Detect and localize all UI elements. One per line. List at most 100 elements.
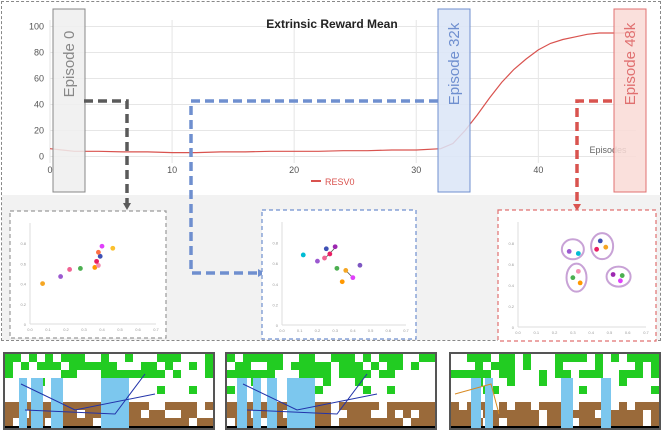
game-tile [451,362,459,370]
game-tile [363,386,371,394]
game-tile [347,386,355,394]
connector-arrowhead [258,269,265,277]
game-tile [157,386,165,394]
game-tile [133,354,141,362]
game-tile [651,378,659,386]
game-tile [101,354,109,362]
game-tile [619,378,627,386]
game-tile [85,370,93,378]
game-tile [587,410,595,418]
scatter-point [96,263,101,268]
game-tile [547,410,555,418]
scatter-y-tick: 0.2 [272,302,278,307]
game-tile [315,394,323,402]
game-tile [331,394,339,402]
game-tile [507,410,515,418]
game-tile [307,370,315,378]
game-tile [387,402,395,410]
game-tile [595,362,603,370]
game-tile [61,354,69,362]
game-tile [205,362,213,370]
game-tile [611,402,619,410]
game-tile [267,354,275,362]
game-tile [523,410,531,418]
game-tile [331,354,339,362]
game-tile [627,394,635,402]
game-tile [259,394,267,402]
game-tile [531,370,539,378]
water-column [237,378,247,428]
scatter-point [619,273,625,278]
game-tile [259,418,267,426]
game-tile [141,378,149,386]
game-tile [149,378,157,386]
game-tile [181,410,189,418]
game-tile [387,354,395,362]
scatter-point [67,267,72,272]
game-tile [275,386,283,394]
water-column [287,378,315,428]
game-tile [21,362,29,370]
game-tile [77,394,85,402]
game-tile [173,378,181,386]
game-tile [93,394,101,402]
game-tile [275,362,283,370]
game-tile [227,378,235,386]
game-tile [141,386,149,394]
game-tile [395,378,403,386]
game-tile [77,402,85,410]
game-tile [539,418,547,426]
scatter-point [610,272,616,277]
game-tile [157,418,165,426]
game-tile [291,354,299,362]
game-tile [579,410,587,418]
scatter-x-tick: 0.6 [386,328,392,333]
game-tile [85,378,93,386]
game-tile [5,354,13,362]
game-tile [315,370,323,378]
game-tile [627,370,635,378]
game-tile [531,402,539,410]
game-tile [339,394,347,402]
scatter-point [357,262,363,268]
game-tile [69,378,77,386]
game-tile [133,418,141,426]
scatter-point [97,253,103,259]
game-tile [227,386,235,394]
scatter-panel [261,209,417,340]
game-tile [595,354,603,362]
game-tile [595,402,603,410]
scatter-x-tick: 0.4 [588,330,594,335]
x-tick-label: 10 [167,165,177,175]
game-tile [371,378,379,386]
game-tile [141,410,149,418]
game-tile [395,386,403,394]
y-tick-label: 100 [29,22,44,32]
scatter-point [594,246,600,252]
game-tile [459,394,467,402]
legend-label: RESV0 [325,177,355,187]
scatter-y-tick: 0.4 [508,283,514,288]
game-tile [355,362,363,370]
game-tile [531,418,539,426]
game-tile [579,386,587,394]
game-tile [595,370,603,378]
game-tile [579,354,587,362]
game-tile [547,394,555,402]
game-tile [363,378,371,386]
game-tile [149,354,157,362]
game-tile [37,362,45,370]
game-tile [197,362,205,370]
game-tile [165,418,173,426]
game-tile [387,370,395,378]
game-tile [619,362,627,370]
game-tile [611,370,619,378]
x-tick-label: 30 [411,165,421,175]
game-tile [411,418,419,426]
game-tile [339,354,347,362]
game-tile [419,354,427,362]
scatter-x-tick: 0.3 [81,327,87,332]
game-tile [189,354,197,362]
game-tile [491,370,499,378]
